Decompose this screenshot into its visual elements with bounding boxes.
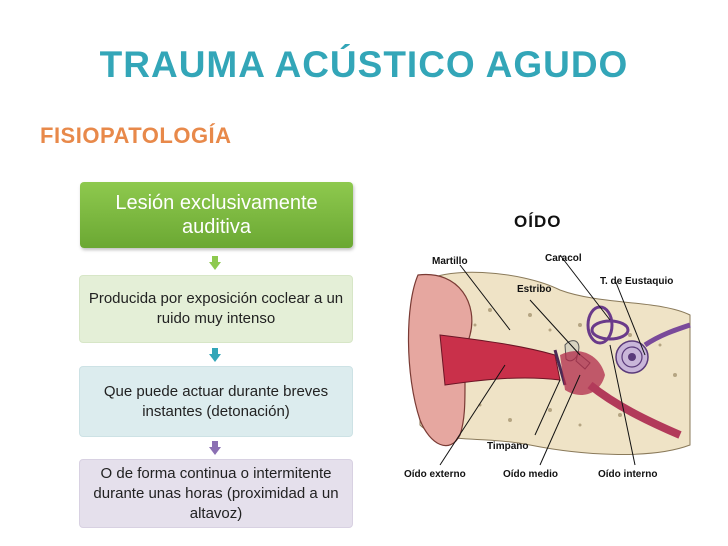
flow-step-3: Que puede actuar durante breves instante… bbox=[79, 366, 353, 437]
ear-anatomy-illustration bbox=[407, 254, 691, 466]
flow-step-2-text: Producida por exposición coclear a un ru… bbox=[88, 290, 344, 327]
flow-step-1: Lesión exclusivamente auditiva bbox=[80, 182, 353, 248]
slide-subtitle: FISIOPATOLOGÍA bbox=[40, 123, 232, 148]
down-arrow-icon bbox=[209, 441, 221, 455]
flow-step-4-text: O de forma continua o intermitente duran… bbox=[93, 464, 339, 522]
label-oido-externo: Oído externo bbox=[404, 469, 466, 480]
flow-step-4: O de forma continua o intermitente duran… bbox=[79, 459, 353, 528]
label-martillo: Martillo bbox=[432, 256, 468, 267]
label-caracol: Caracol bbox=[545, 253, 582, 264]
label-eustaquio: T. de Eustaquio bbox=[600, 276, 674, 287]
label-timpano: Timpano bbox=[487, 441, 529, 452]
label-oido-medio: Oído medio bbox=[503, 469, 558, 480]
slide-title: TRAUMA ACÚSTICO AGUDO bbox=[99, 44, 629, 85]
label-oido-interno: Oído interno bbox=[598, 469, 658, 480]
diagram-title: OÍDO bbox=[514, 212, 562, 231]
down-arrow-icon bbox=[209, 348, 221, 362]
label-estribo: Estribo bbox=[517, 284, 552, 295]
flow-step-2: Producida por exposición coclear a un ru… bbox=[79, 275, 353, 343]
down-arrow-icon bbox=[209, 256, 221, 270]
flow-step-1-text: Lesión exclusivamente auditiva bbox=[115, 192, 318, 238]
flow-step-3-text: Que puede actuar durante breves instante… bbox=[103, 382, 329, 420]
